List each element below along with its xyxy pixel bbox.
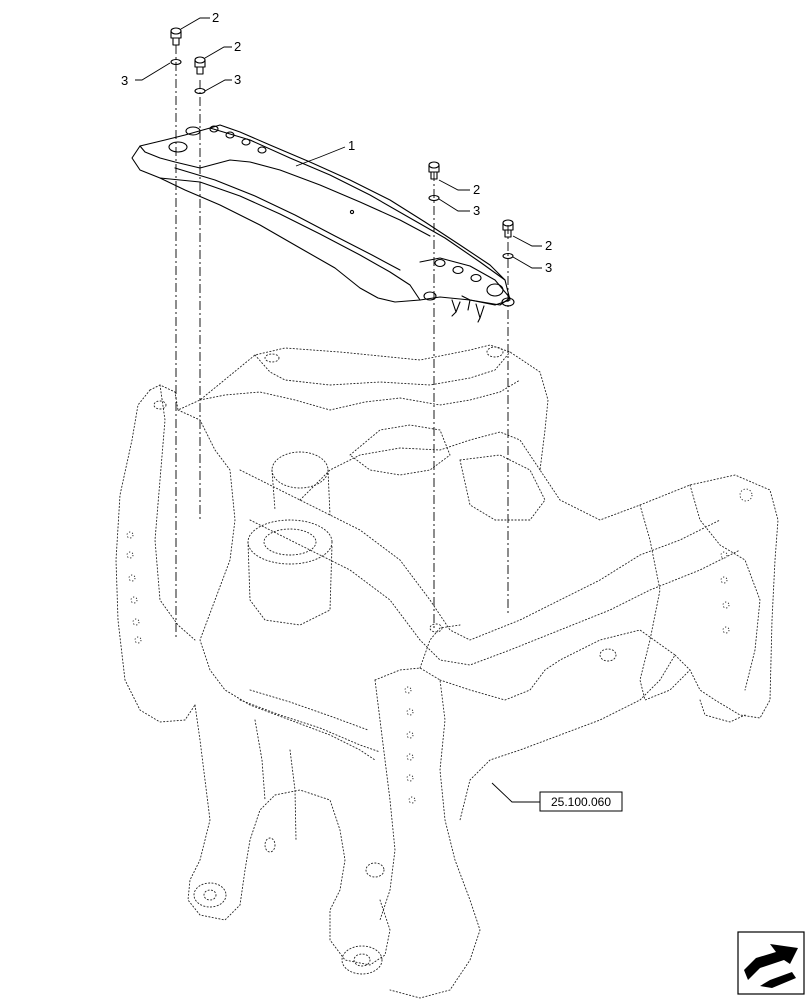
callout-bolt: 2 [212,10,219,25]
callout-bolt: 2 [545,238,552,253]
callout-washer: 3 [121,73,128,88]
callout-washer: 3 [545,260,552,275]
washer-icon [170,58,182,66]
bolt-group [170,27,514,260]
callout-bolt: 2 [473,182,480,197]
callout-cover-plate: 1 [348,138,355,153]
callout-labels: 2 3 2 3 1 2 3 2 3 [121,10,552,275]
bolt-icon [502,219,514,238]
washer-icon [428,194,440,202]
bolt-icon [170,27,182,46]
callout-washer: 3 [473,203,480,218]
callout-washer: 3 [234,72,241,87]
bolt-icon [194,56,206,75]
callout-bolt: 2 [234,39,241,54]
washer-icon [502,252,514,260]
leader-lines [135,17,542,803]
bolt-icon [428,161,440,180]
reference-link[interactable]: 25.100.060 [539,791,623,812]
arrow-next-page-icon[interactable] [737,931,805,995]
cover-plate-part-1 [131,124,515,323]
reference-label[interactable]: 25.100.060 [551,795,611,809]
front-support-frame [115,344,779,999]
